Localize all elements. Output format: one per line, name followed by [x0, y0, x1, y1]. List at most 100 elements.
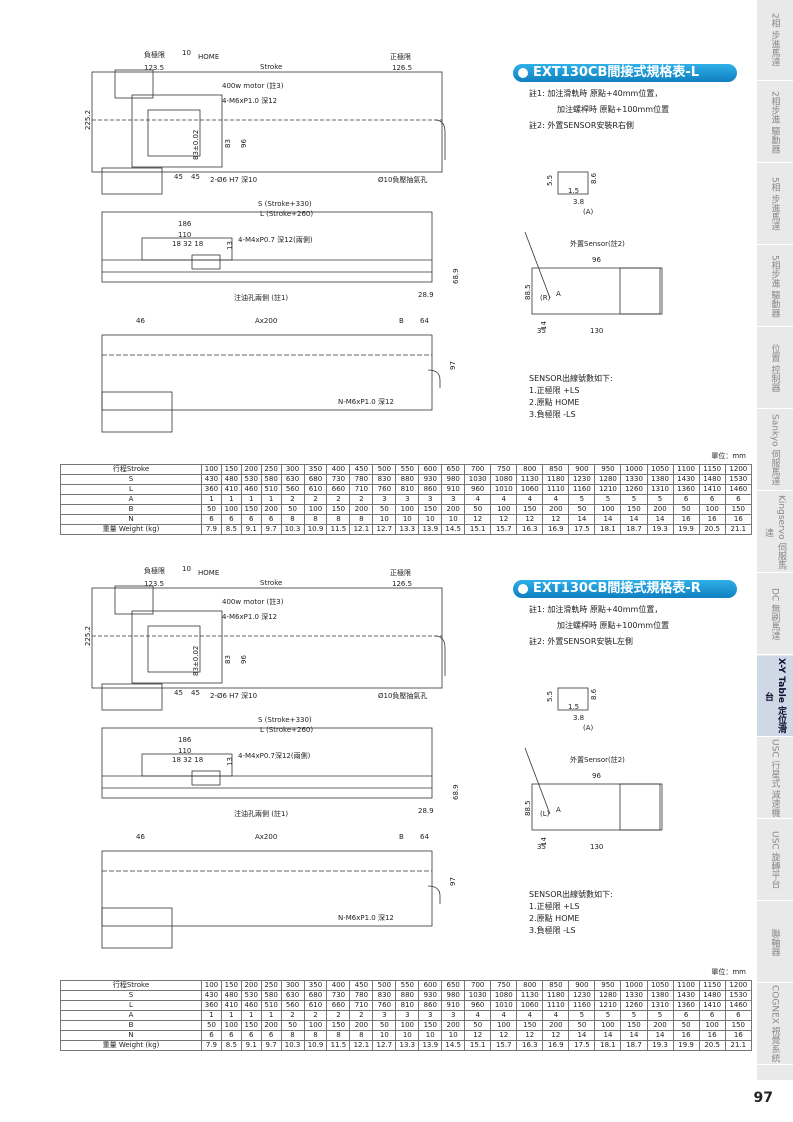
- svg-text:28.9: 28.9: [418, 291, 434, 299]
- notes: 註1: 加注滑軌時 原點+40mm位置，加注螺桿時 原點+100mm位置註2: …: [529, 89, 670, 130]
- section-title: EXT130CB間接式規格表-R: [513, 580, 737, 598]
- svg-text:Stroke: Stroke: [260, 63, 282, 71]
- svg-text:126.5: 126.5: [392, 580, 412, 588]
- svg-text:68.9: 68.9: [452, 268, 460, 284]
- sidebar-item-5[interactable]: Sankyo 伺服馬達: [757, 410, 793, 491]
- sidebar-item-9[interactable]: USC 行星式 減速機: [757, 738, 793, 819]
- svg-text:123.5: 123.5: [144, 64, 164, 72]
- svg-text:A: A: [556, 806, 561, 814]
- svg-text:Ø10負壓抽氣孔: Ø10負壓抽氣孔: [378, 175, 427, 184]
- svg-text:負極限: 負極限: [144, 50, 165, 59]
- technical-drawing: 負極限 10 HOME 123.5 Stroke 正極限 126.5 400w …: [84, 565, 663, 949]
- svg-text:A: A: [556, 290, 561, 298]
- svg-text:HOME: HOME: [198, 53, 219, 61]
- svg-text:35: 35: [537, 327, 546, 335]
- svg-text:正極限: 正極限: [390, 52, 411, 61]
- section-title: EXT130CB間接式規格表-L: [513, 64, 737, 82]
- sidebar-item-11[interactable]: 聯軸器: [757, 902, 793, 983]
- svg-text:123.5: 123.5: [144, 580, 164, 588]
- svg-text:46: 46: [136, 317, 145, 325]
- svg-text:4-M6xP1.0 深12: 4-M6xP1.0 深12: [222, 612, 277, 621]
- sidebar-item-4[interactable]: 位置 控制器: [757, 328, 793, 409]
- svg-text:注油孔兩側 (註1): 注油孔兩側 (註1): [234, 809, 288, 818]
- svg-text:5.5: 5.5: [546, 691, 554, 702]
- svg-text:8.6: 8.6: [590, 688, 598, 700]
- svg-text:4-M4xP0.7 深12(兩側): 4-M4xP0.7 深12(兩側): [238, 235, 313, 244]
- notes: 註1: 加注滑軌時 原點+40mm位置，加注螺桿時 原點+100mm位置註2: …: [529, 605, 670, 646]
- sidebar-item-10[interactable]: USC 旋轉平台: [757, 820, 793, 901]
- svg-text:28.9: 28.9: [418, 807, 434, 815]
- svg-text:(R): (R): [540, 294, 551, 302]
- svg-text:N-M6xP1.0 深12: N-M6xP1.0 深12: [338, 913, 394, 922]
- svg-text:Ax200: Ax200: [255, 833, 277, 841]
- svg-text:110: 110: [178, 747, 191, 755]
- svg-text:126.5: 126.5: [392, 64, 412, 72]
- svg-text:N-M6xP1.0 深12: N-M6xP1.0 深12: [338, 397, 394, 406]
- sidebar-item-7[interactable]: DC 無刷馬達: [757, 574, 793, 655]
- svg-text:注油孔兩側 (註1): 注油孔兩側 (註1): [234, 293, 288, 302]
- svg-text:83: 83: [224, 139, 232, 148]
- svg-text:18 32 18: 18 32 18: [172, 756, 203, 764]
- svg-text:68.9: 68.9: [452, 784, 460, 800]
- svg-text:130: 130: [590, 843, 603, 851]
- sidebar-item-12[interactable]: COGNEX 視覺系統: [757, 984, 793, 1065]
- svg-text:45: 45: [174, 689, 183, 697]
- unit-label: 單位：mm: [711, 452, 746, 460]
- svg-text:88.5: 88.5: [524, 284, 532, 300]
- svg-text:83±0.02: 83±0.02: [192, 130, 200, 160]
- page-number: 97: [753, 1090, 773, 1106]
- svg-text:186: 186: [178, 220, 192, 228]
- svg-text:負極限: 負極限: [144, 566, 165, 575]
- svg-text:45: 45: [174, 173, 183, 181]
- svg-text:45: 45: [191, 689, 200, 697]
- svg-text:83: 83: [224, 655, 232, 664]
- svg-text:8.6: 8.6: [590, 172, 598, 184]
- svg-text:3.8: 3.8: [573, 198, 584, 206]
- svg-text:4-M6xP1.0 深12: 4-M6xP1.0 深12: [222, 96, 277, 105]
- sidebar-item-3[interactable]: 5相步進 驅動器: [757, 246, 793, 327]
- svg-text:L (Stroke+260): L (Stroke+260): [260, 726, 313, 734]
- svg-text:13: 13: [226, 757, 234, 766]
- sidebar-item-2[interactable]: 5相 步進馬達: [757, 164, 793, 245]
- svg-text:S (Stroke+330): S (Stroke+330): [258, 716, 312, 724]
- sidebar-item-0[interactable]: 2相 步進馬達: [757, 0, 793, 81]
- svg-text:400w motor (註3): 400w motor (註3): [222, 597, 284, 606]
- svg-text:Stroke: Stroke: [260, 579, 282, 587]
- svg-text:110: 110: [178, 231, 191, 239]
- svg-text:2-Ø6 H7 深10: 2-Ø6 H7 深10: [210, 691, 257, 700]
- svg-text:83±0.02: 83±0.02: [192, 646, 200, 676]
- sidebar-item-6[interactable]: Kingservo 伺服馬達: [757, 492, 793, 573]
- svg-text:45: 45: [191, 173, 200, 181]
- svg-text:96: 96: [592, 256, 601, 264]
- svg-text:64: 64: [420, 833, 429, 841]
- svg-text:(L): (L): [540, 810, 550, 818]
- svg-text:5.5: 5.5: [546, 175, 554, 186]
- svg-text:10: 10: [182, 49, 191, 57]
- svg-text:(A): (A): [583, 208, 594, 216]
- svg-text:(A): (A): [583, 724, 594, 732]
- svg-text:88.5: 88.5: [524, 800, 532, 816]
- svg-text:Ø10負壓抽氣孔: Ø10負壓抽氣孔: [378, 691, 427, 700]
- svg-text:1.5: 1.5: [568, 187, 579, 195]
- svg-text:1.5: 1.5: [568, 703, 579, 711]
- sidebar-item-8[interactable]: X-Y Table 定位滑台: [757, 656, 793, 737]
- svg-text:S (Stroke+330): S (Stroke+330): [258, 200, 312, 208]
- svg-text:HOME: HOME: [198, 569, 219, 577]
- svg-text:14: 14: [540, 321, 548, 330]
- svg-text:3.8: 3.8: [573, 714, 584, 722]
- svg-text:外置Sensor(註2): 外置Sensor(註2): [570, 239, 625, 248]
- sidebar-item-1[interactable]: 2相步進 驅動器: [757, 82, 793, 163]
- svg-text:46: 46: [136, 833, 145, 841]
